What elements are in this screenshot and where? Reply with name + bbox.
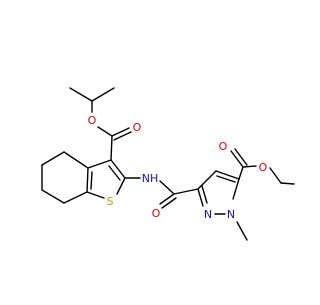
atom-sulfur: S	[107, 195, 114, 208]
bond	[280, 182, 295, 185]
bond	[161, 197, 177, 209]
bond	[236, 221, 248, 241]
bond	[230, 150, 244, 168]
bond	[116, 177, 126, 195]
bond	[201, 185, 208, 204]
bond	[215, 170, 240, 180]
bond	[86, 167, 89, 193]
atom-oxygen-carbonyl-right: O	[219, 140, 228, 153]
atom-oxygen-ethyl: O	[259, 161, 268, 174]
atom-nh: NH	[142, 172, 159, 185]
atom-oxygen-amide: O	[152, 207, 161, 220]
bond	[238, 166, 244, 180]
bond	[159, 193, 175, 205]
atom-oxygen-carbonyl-top: O	[133, 121, 142, 134]
bond	[69, 87, 93, 102]
bond	[41, 151, 65, 166]
bond	[111, 127, 130, 137]
bond	[197, 188, 204, 207]
bond	[86, 191, 105, 199]
bond	[173, 188, 199, 195]
bond	[41, 189, 65, 204]
bond	[234, 148, 248, 166]
bond	[108, 165, 121, 181]
bond	[97, 126, 113, 137]
bond	[110, 135, 113, 161]
bond	[91, 87, 115, 102]
bond	[63, 191, 88, 204]
bond	[110, 159, 126, 179]
atom-oxygen-isopropyl: O	[88, 114, 97, 127]
molecule-structure: O O S NH O N N O O	[41, 87, 295, 241]
structure-drawing: O O S NH O N N O O	[41, 87, 295, 241]
atom-nitrogen-ring: N	[204, 208, 212, 221]
bond	[232, 178, 240, 200]
bond	[242, 165, 257, 168]
bond	[197, 170, 217, 190]
bond	[87, 159, 112, 169]
bond	[90, 171, 93, 190]
bond	[113, 131, 132, 141]
bond	[159, 180, 175, 195]
bond	[63, 151, 89, 169]
atom-nitrogen-methyl: N	[227, 208, 235, 221]
bond	[269, 167, 282, 184]
bond	[216, 175, 236, 183]
